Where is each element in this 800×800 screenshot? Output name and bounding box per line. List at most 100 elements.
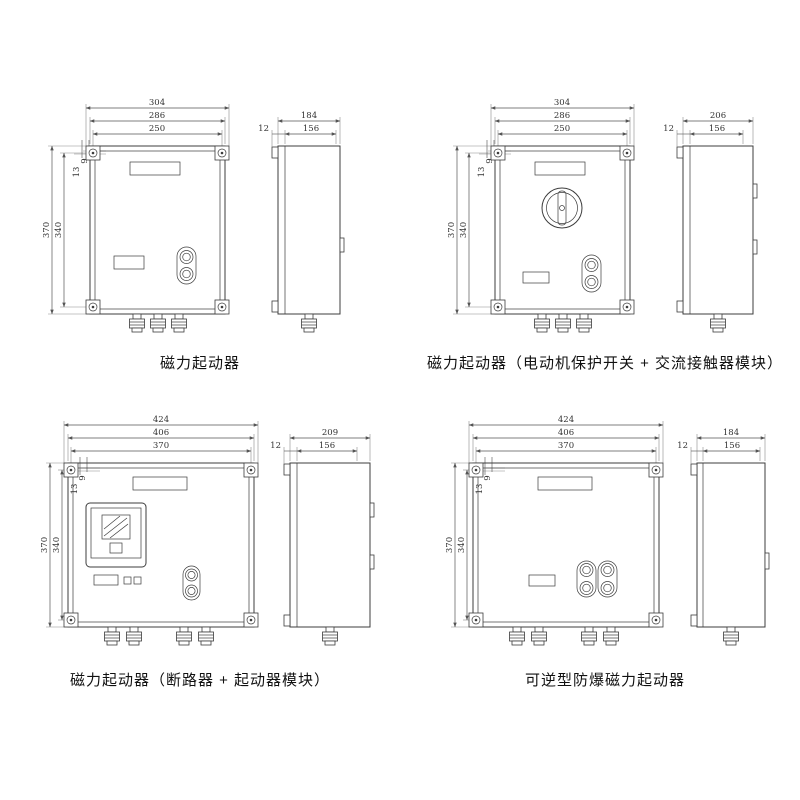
dim-label: 370: [558, 441, 574, 451]
dim-label: 13: [72, 167, 82, 178]
dim-label: 9: [483, 475, 493, 480]
dim-label: 13: [475, 484, 485, 495]
front-view: [63, 462, 259, 646]
dim-front-top: 424 406 370: [63, 415, 259, 466]
dim-label: 250: [149, 124, 165, 134]
dim-label: 184: [301, 111, 317, 121]
dim-label: 304: [554, 98, 570, 108]
front-view: [85, 145, 230, 333]
mounting-tab: [690, 614, 698, 627]
cable-gland: [710, 313, 726, 333]
dim-label: 370: [42, 222, 52, 238]
nameplate: [537, 476, 593, 491]
dim-label: 250: [554, 124, 570, 134]
cable-glands: [104, 626, 214, 646]
dim-front-left: 370 340 13 9: [40, 457, 100, 628]
cable-glands: [129, 313, 187, 333]
nameplate: [534, 161, 586, 176]
dim-label: 406: [153, 428, 169, 438]
cable-glands: [509, 626, 619, 646]
panel-caption: 磁力起动器: [159, 355, 240, 372]
cable-gland: [301, 313, 317, 333]
mounting-ears: [490, 145, 635, 315]
side-view: [690, 462, 770, 646]
dim-label: 184: [723, 428, 739, 438]
dim-label: 340: [54, 222, 64, 238]
dim-label: 156: [303, 124, 319, 134]
dim-label: 424: [558, 415, 574, 425]
indicator: [133, 576, 142, 585]
panel-caption: 磁力起动器（断路器 + 起动器模块）: [69, 672, 331, 689]
front-view: [468, 462, 664, 646]
front-view: [490, 145, 635, 333]
dim-label: 12: [663, 124, 674, 134]
pushbuttons: [581, 254, 602, 293]
dim-label: 286: [554, 111, 570, 121]
drawing-reversible-starter: 424 406 370 370 340 13 9: [445, 415, 770, 646]
drawing-starter-with-switch: 304 286 250 370 340 13 9: [447, 98, 758, 333]
label-plate: [93, 574, 119, 586]
breaker-window: [85, 502, 147, 568]
dim-label: 156: [319, 441, 335, 451]
dim-front-left: 370 340 13 9: [445, 457, 505, 628]
panel-caption: 可逆型防爆磁力起动器: [524, 672, 685, 689]
dim-front-top: 304 286 250: [490, 98, 635, 149]
mounting-tab: [676, 146, 684, 159]
mounting-tab: [271, 300, 279, 313]
drawing-magnetic-starter: 304 286 250 370 340 13 9: [42, 98, 345, 333]
panel-magnetic-starter: 304 286 250 370 340 13 9: [0, 88, 400, 373]
mounting-ears: [468, 462, 664, 628]
dim-label: 370: [40, 537, 50, 553]
dim-side-top: 206 156 12: [663, 111, 754, 147]
cable-glands: [534, 313, 592, 333]
mounting-ears: [63, 462, 259, 628]
cable-gland: [322, 626, 338, 646]
mounting-tab: [676, 300, 684, 313]
dim-label: 340: [457, 537, 467, 553]
cover-latch: [369, 554, 375, 570]
dim-label: 304: [149, 98, 165, 108]
drawing-starter-with-breaker: 424 406 370 370 340 13 9: [40, 415, 375, 646]
cover-latch: [369, 502, 375, 518]
cover-latch: [339, 237, 345, 253]
dim-label: 9: [80, 158, 90, 163]
mounting-tab: [271, 146, 279, 159]
rotary-switch: [541, 187, 583, 229]
panel-caption: 磁力起动器（电动机保护开关 + 交流接触器模块）: [426, 355, 784, 372]
dim-label: 9: [485, 158, 495, 163]
nameplate: [132, 476, 188, 491]
pushbuttons: [176, 246, 197, 285]
dim-label: 340: [459, 222, 469, 238]
dim-label: 370: [445, 537, 455, 553]
dim-side-top: 184 156 12: [258, 111, 341, 147]
dim-label: 370: [153, 441, 169, 451]
mounting-tab: [690, 463, 698, 476]
dim-front-left: 370 340 13 9: [447, 140, 511, 315]
pushbuttons: [576, 560, 618, 598]
cover-latch: [752, 183, 758, 199]
indicator: [123, 576, 132, 585]
dim-label: 12: [270, 441, 281, 451]
dim-label: 286: [149, 111, 165, 121]
panel-magnetic-starter-breaker: 424 406 370 370 340 13 9: [0, 405, 400, 690]
dim-label: 156: [709, 124, 725, 134]
dim-side-top: 184 156 12: [677, 428, 766, 464]
dim-front-top: 424 406 370: [468, 415, 664, 466]
cover-latch: [764, 552, 770, 570]
dim-label: 13: [477, 167, 487, 178]
dim-front-top: 304 286 250: [85, 98, 230, 149]
dim-label: 12: [677, 441, 688, 451]
dim-label: 424: [153, 415, 169, 425]
side-view: [676, 145, 758, 333]
nameplate: [129, 161, 181, 176]
dim-side-top: 209 156 12: [270, 428, 371, 464]
mounting-tab: [283, 614, 291, 627]
dim-label: 206: [710, 111, 726, 121]
panel-reversible-starter: 424 406 370 370 340 13 9: [405, 405, 800, 690]
mounting-tab: [283, 463, 291, 476]
pushbuttons: [182, 565, 201, 601]
label-plate: [528, 574, 556, 587]
dim-label: 156: [724, 441, 740, 451]
dim-label: 406: [558, 428, 574, 438]
